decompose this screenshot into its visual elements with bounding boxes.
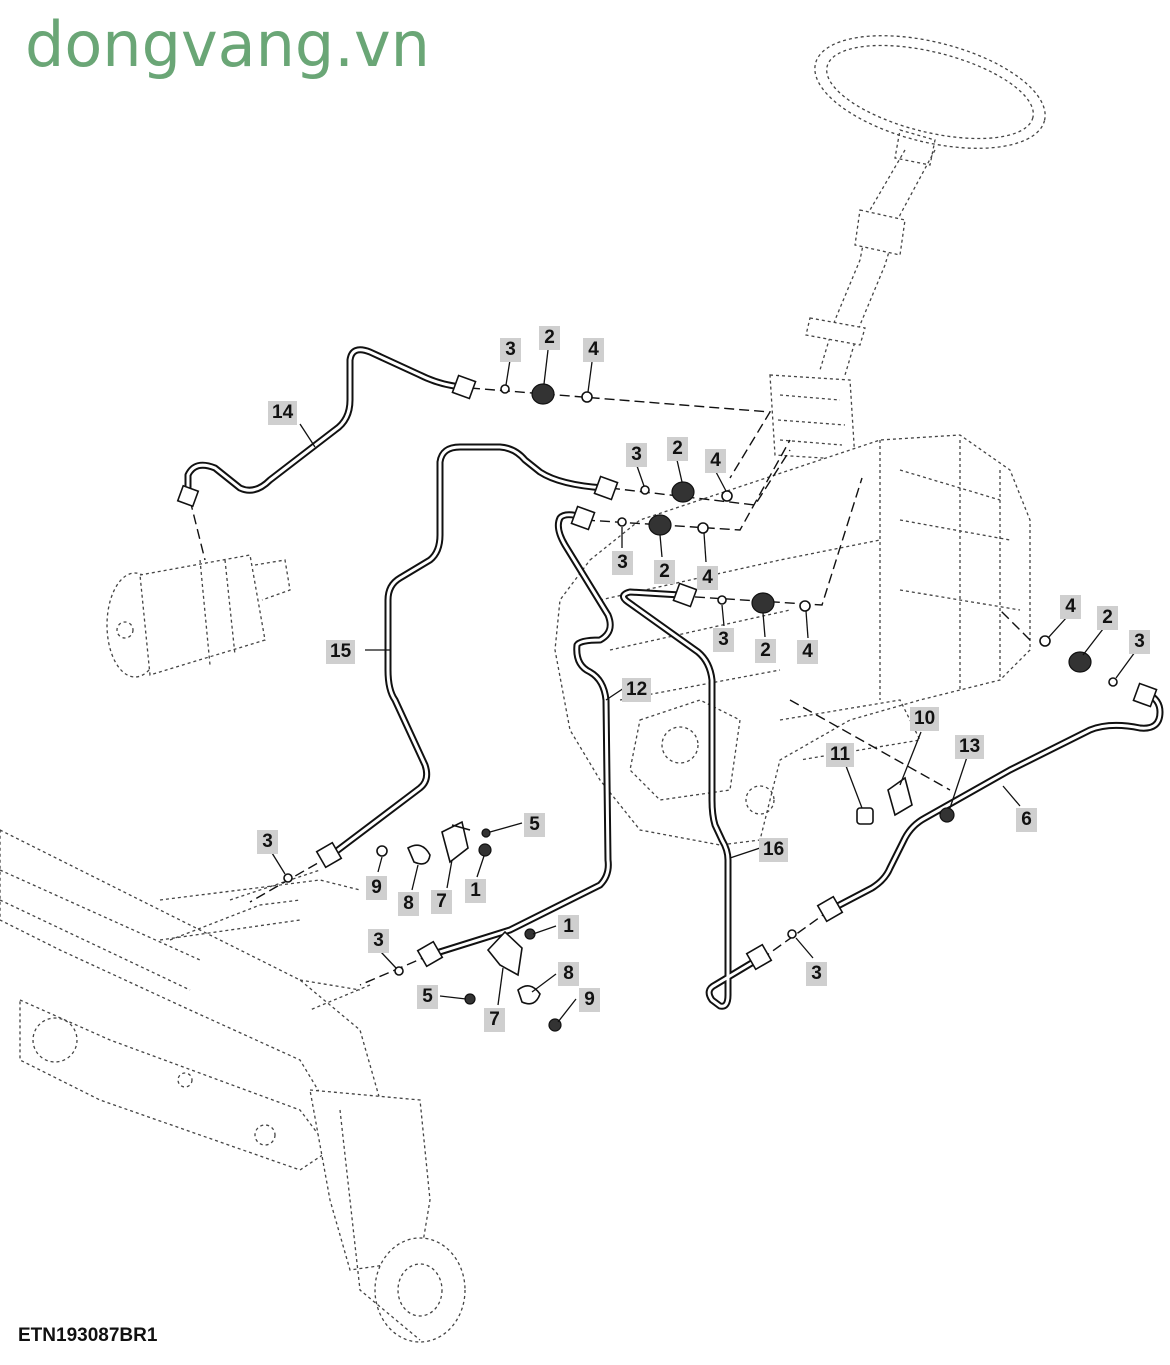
callout-bolt-13: 13 [955,735,985,759]
callout-adapter-2: 2 [654,560,675,584]
callout-spacer-11: 11 [826,743,855,767]
callout-adapter-2: 2 [755,639,776,663]
callout-pipe-14: 14 [268,401,298,425]
callout-clamp-8: 8 [398,892,419,916]
pipe-14 [184,346,466,501]
figure-id: ETN193087BR1 [18,1325,158,1346]
steering-cylinder [106,554,291,678]
callout-leaders [271,349,1136,1023]
callout-screw-9: 9 [579,988,600,1012]
callout-clamp-8: 8 [558,962,579,986]
callout-oring-4: 4 [583,338,604,362]
callout-nut-5: 5 [524,813,545,837]
watermark: dongvang.vn [25,8,430,81]
callout-oring-3: 3 [1129,630,1150,654]
callout-oring-3: 3 [500,338,521,362]
callout-oring-3: 3 [626,443,647,467]
callout-oring-3: 3 [806,962,827,986]
callout-nut-1: 1 [465,879,486,903]
callout-screw-9: 9 [366,876,387,900]
pipe-15 [326,443,608,860]
callout-nut-1: 1 [558,915,579,939]
fittings [176,374,1158,1032]
callout-pipe-16: 16 [759,838,789,862]
callout-oring-4: 4 [1060,595,1081,619]
callout-bracket-7: 7 [484,1008,505,1032]
callout-adapter-2: 2 [1097,606,1118,630]
callout-adapter-2: 2 [539,326,560,350]
callout-oring-3: 3 [713,628,734,652]
steering-wheel [805,35,1046,376]
pipe-16 [620,588,764,1010]
callout-oring-4: 4 [697,566,718,590]
callout-oring-4: 4 [797,640,818,664]
callout-pipe-12: 12 [622,678,652,702]
callout-adapter-2: 2 [667,437,688,461]
pipe-6 [826,690,1164,914]
pipe-12 [426,511,614,959]
callout-oring-3: 3 [257,830,278,854]
callout-oring-4: 4 [705,449,726,473]
callout-bracket-7: 7 [431,890,452,914]
steering-valve [769,374,856,461]
callout-oring-3: 3 [612,551,633,575]
front-axle [0,829,466,1343]
callout-nut-5: 5 [417,985,438,1009]
callout-bracket-10: 10 [910,707,940,731]
callout-oring-3: 3 [368,929,389,953]
callout-pipe-15: 15 [326,640,356,664]
callout-pipe-6: 6 [1016,808,1037,832]
